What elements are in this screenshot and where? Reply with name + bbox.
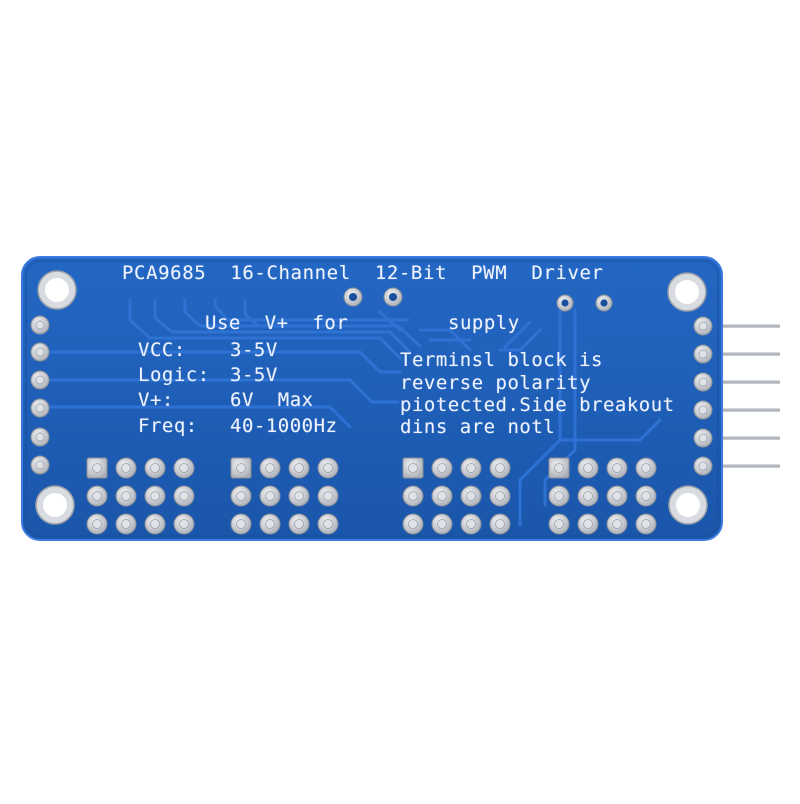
solder-pad-icon <box>144 457 166 479</box>
solder-pad-icon <box>30 370 50 390</box>
via-icon <box>383 287 403 307</box>
solder-pad-icon <box>30 315 50 335</box>
solder-pad-icon <box>402 457 424 479</box>
solder-pad-icon <box>489 513 511 535</box>
solder-pad-icon <box>30 427 50 447</box>
solder-pad-icon <box>230 485 252 507</box>
note-line-1: Terminsl block is <box>400 349 603 371</box>
solder-pad-icon <box>173 513 195 535</box>
mounting-hole-icon <box>668 485 708 525</box>
right-edge-pads <box>693 316 713 476</box>
pcb-substrate <box>21 256 723 541</box>
solder-pad-icon <box>115 457 137 479</box>
solder-pad-icon <box>693 428 713 448</box>
solder-pad-icon <box>548 513 570 535</box>
solder-pad-icon <box>431 457 453 479</box>
solder-pad-icon <box>86 513 108 535</box>
solder-pad-icon <box>606 485 628 507</box>
solder-pad-icon <box>317 485 339 507</box>
solder-pad-icon <box>577 513 599 535</box>
solder-pad-icon <box>402 513 424 535</box>
solder-pad-icon <box>577 485 599 507</box>
mounting-hole-icon <box>35 485 75 525</box>
solder-pad-icon <box>548 457 570 479</box>
spec-vcc-value: 3-5V <box>230 339 278 361</box>
solder-pad-icon <box>115 513 137 535</box>
solder-pad-icon <box>288 513 310 535</box>
solder-pad-icon <box>693 344 713 364</box>
note-line-3: piotected.Side breakout <box>400 394 675 416</box>
solder-pad-icon <box>635 485 657 507</box>
solder-pad-icon <box>606 513 628 535</box>
mounting-hole-icon <box>37 270 77 310</box>
solder-pad-icon <box>489 485 511 507</box>
spec-logic-value: 3-5V <box>230 364 278 386</box>
solder-pad-icon <box>259 513 281 535</box>
vias <box>343 287 613 312</box>
solder-pad-icon <box>30 398 50 418</box>
solder-pad-icon <box>693 400 713 420</box>
via-icon <box>595 294 613 312</box>
pcb-traces <box>48 298 662 527</box>
solder-pad-icon <box>144 485 166 507</box>
supply-text-left: Use V+ for <box>205 312 349 334</box>
spec-logic-label: Logic: <box>138 364 210 386</box>
via-icon <box>556 294 574 312</box>
solder-pad-icon <box>402 485 424 507</box>
solder-pad-icon <box>460 457 482 479</box>
solder-pad-icon <box>173 485 195 507</box>
solder-pad-icon <box>693 372 713 392</box>
spec-vplus-value: 6V Max <box>230 389 314 411</box>
note-line-4: dins are notl <box>400 416 556 438</box>
solder-pad-icon <box>635 457 657 479</box>
solder-pad-icon <box>635 513 657 535</box>
solder-pad-icon <box>431 513 453 535</box>
board-title: PCA9685 16-Channel 12-Bit PWM Driver <box>122 262 604 284</box>
supply-text-right: supply <box>448 312 520 334</box>
solder-pad-icon <box>693 456 713 476</box>
solder-pad-icon <box>30 342 50 362</box>
solder-pad-icon <box>693 316 713 336</box>
solder-pad-icon <box>86 485 108 507</box>
solder-pad-icon <box>460 485 482 507</box>
solder-pad-icon <box>460 513 482 535</box>
left-edge-pads <box>30 315 50 475</box>
solder-pad-icon <box>317 513 339 535</box>
solder-pad-icon <box>431 485 453 507</box>
servo-pad-groups <box>86 457 657 535</box>
solder-pad-icon <box>230 457 252 479</box>
solder-pad-icon <box>548 485 570 507</box>
spec-vplus-label: V+: <box>138 389 174 411</box>
solder-pad-icon <box>288 485 310 507</box>
solder-pad-icon <box>173 457 195 479</box>
solder-pad-icon <box>288 457 310 479</box>
solder-pad-icon <box>259 457 281 479</box>
solder-pad-icon <box>489 457 511 479</box>
solder-pad-icon <box>30 455 50 475</box>
spec-freq-value: 40-1000Hz <box>230 415 338 437</box>
solder-pad-icon <box>230 513 252 535</box>
solder-pad-icon <box>144 513 166 535</box>
solder-pad-icon <box>606 457 628 479</box>
solder-pad-icon <box>317 457 339 479</box>
spec-freq-label: Freq: <box>138 415 198 437</box>
via-icon <box>343 287 363 307</box>
spec-vcc-label: VCC: <box>138 339 186 361</box>
solder-pad-icon <box>577 457 599 479</box>
solder-pad-icon <box>86 457 108 479</box>
solder-pad-icon <box>259 485 281 507</box>
solder-pad-icon <box>115 485 137 507</box>
mounting-holes <box>35 270 708 525</box>
mounting-hole-icon <box>667 272 707 312</box>
note-line-2: reverse polarity <box>400 372 592 394</box>
